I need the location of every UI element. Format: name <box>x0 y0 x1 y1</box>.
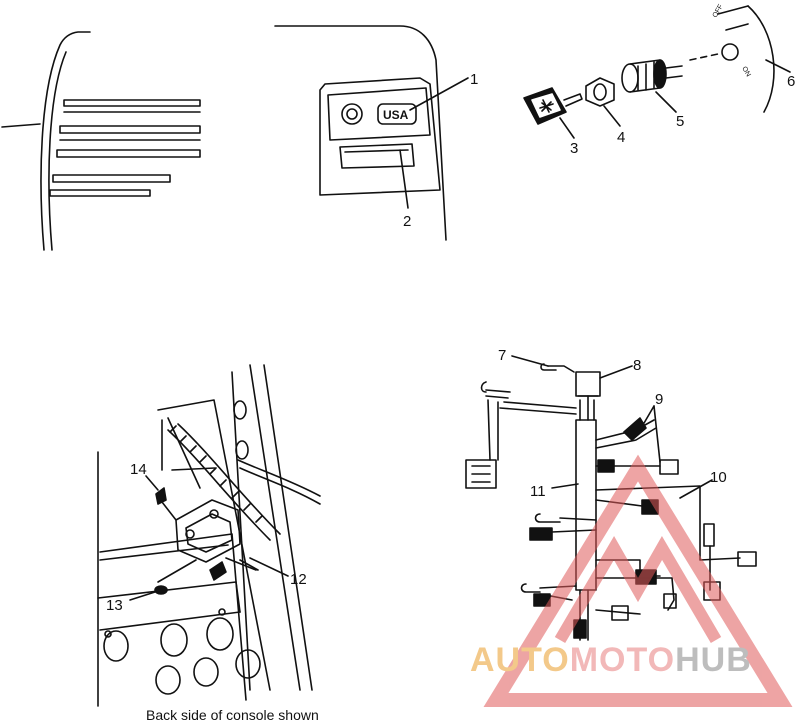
callout-1: 1 <box>470 71 478 88</box>
panel-badge: USA <box>383 108 409 122</box>
hood-vent-panel <box>1 31 201 251</box>
hex-nut <box>585 77 615 107</box>
watermark-logo <box>483 454 793 707</box>
callout-11: 11 <box>530 483 546 500</box>
switch-on-label: ON <box>740 66 751 79</box>
callout-13: 13 <box>106 597 123 614</box>
callout-4: 4 <box>617 129 625 146</box>
watermark-part-2: MOTO <box>569 641 676 679</box>
callout-10: 10 <box>710 469 727 486</box>
watermark-text: AUTOMOTOHUB <box>470 641 752 680</box>
callout-7: 7 <box>498 347 506 364</box>
callout-6: 6 <box>787 73 795 90</box>
watermark-part-1: AUTO <box>470 641 570 679</box>
switch-decal <box>689 5 791 113</box>
callout-2: 2 <box>403 213 411 230</box>
key-fob <box>523 87 583 125</box>
callout-12: 12 <box>290 571 307 588</box>
callout-9: 9 <box>655 391 663 408</box>
console-panel <box>274 25 447 241</box>
callout-8: 8 <box>633 357 641 374</box>
watermark-part-3: HUB <box>675 641 752 679</box>
console-back-assembly <box>97 364 321 707</box>
callout-3: 3 <box>570 140 578 157</box>
diagram-caption: Back side of console shown <box>146 707 319 723</box>
callout-14: 14 <box>130 461 147 478</box>
switch-off-label: OFF <box>712 3 725 19</box>
ignition-switch <box>621 59 683 93</box>
callout-5: 5 <box>676 113 684 130</box>
